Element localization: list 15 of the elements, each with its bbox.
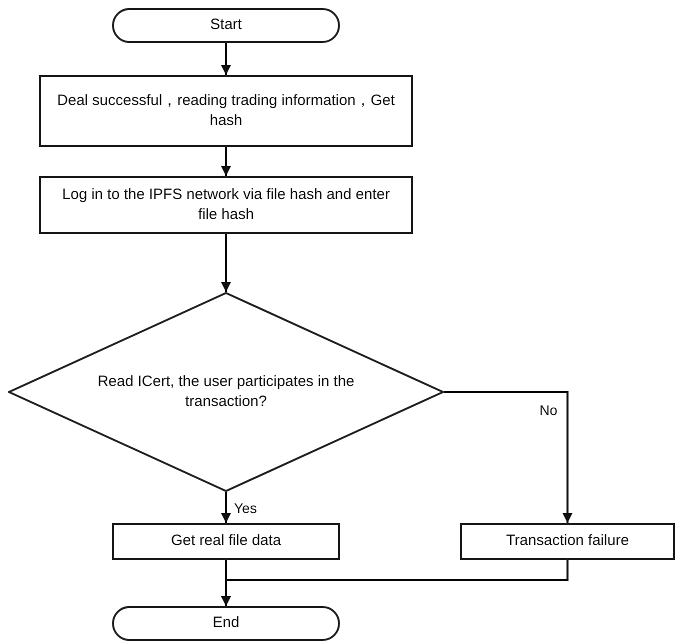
- terminal-box: Start: [112, 8, 340, 43]
- arrow: [221, 43, 231, 75]
- process-box: Deal successful，reading trading information，Get hash: [39, 75, 413, 147]
- process-box: Get real file data: [112, 523, 340, 560]
- edge-label: Yes: [232, 500, 259, 516]
- decision-diamond: Read ICert, the user participates in the transaction?: [8, 292, 444, 492]
- arrow: [221, 492, 231, 523]
- edge-label: No: [538, 402, 560, 418]
- terminal-box: End: [112, 606, 340, 641]
- arrow: [444, 391, 572, 523]
- process-box: Transaction failure: [460, 523, 675, 560]
- arrow: [221, 147, 231, 176]
- arrow: [221, 560, 568, 606]
- arrow: [221, 234, 231, 292]
- process-box: Log in to the IPFS network via file hash and enter file hash: [39, 176, 413, 234]
